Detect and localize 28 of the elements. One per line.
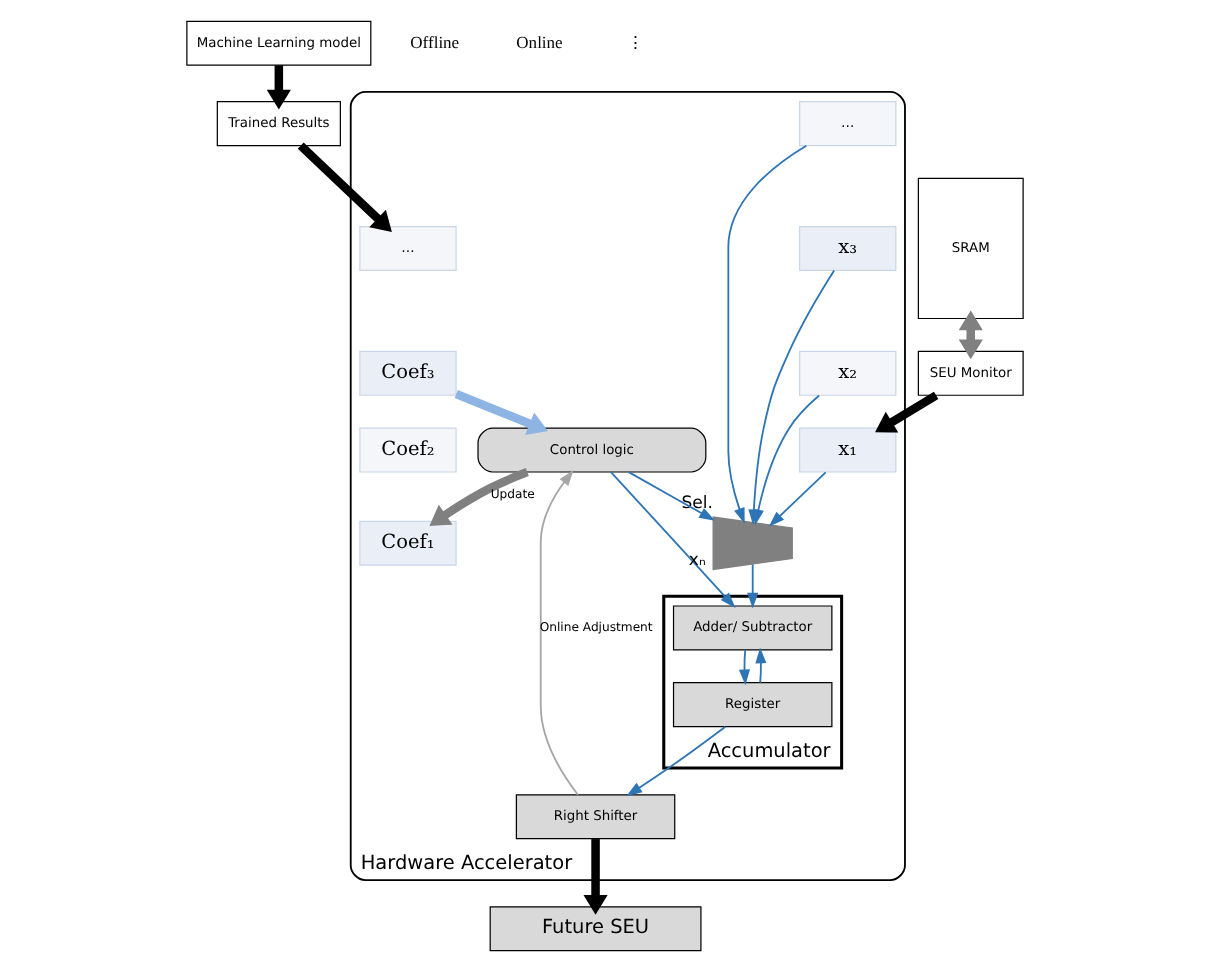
node-box: Future SEU — [488, 906, 701, 952]
arrow — [609, 471, 735, 608]
arrow — [751, 394, 820, 526]
arrow — [625, 725, 726, 797]
arrow — [582, 839, 607, 915]
arrow — [874, 391, 938, 433]
arrow — [296, 142, 391, 232]
label: Offline — [409, 31, 459, 52]
arrow — [428, 468, 528, 526]
arrow — [746, 563, 758, 609]
arrow — [737, 649, 750, 686]
node-trapezoid — [711, 516, 792, 571]
arrow — [957, 310, 982, 360]
node-box: Coef₃ — [358, 350, 456, 396]
node-box: x₂ — [798, 350, 896, 396]
node-label: Sel. — [680, 493, 712, 514]
node-box: Coef₁ — [358, 520, 456, 566]
node-box: x₁ — [798, 427, 896, 473]
node-box: x₃ — [798, 225, 896, 271]
label: Online — [515, 31, 562, 52]
node-box: Coef₂ — [358, 427, 456, 473]
arrow — [767, 471, 826, 527]
arrow — [538, 470, 578, 796]
arrow — [754, 647, 766, 684]
label: ⋮ — [625, 31, 644, 52]
arrow — [265, 65, 290, 110]
arrow — [626, 471, 714, 521]
arrow — [453, 390, 547, 435]
